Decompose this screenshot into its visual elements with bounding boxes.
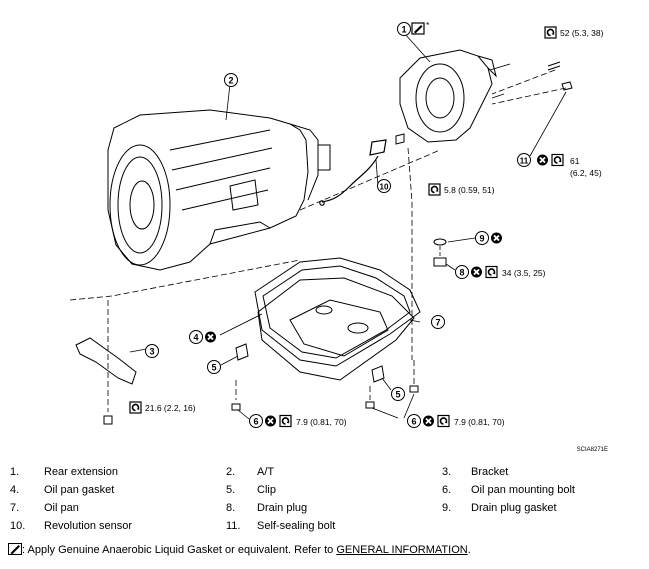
at-transmission-drawing — [107, 109, 331, 271]
torque-wrench-icon — [437, 414, 450, 428]
callout-1-star: * — [426, 20, 430, 30]
legend-item-name: Drain plug — [257, 502, 308, 514]
liquid-gasket-icon — [411, 22, 425, 35]
callout-3: 3 — [149, 347, 154, 357]
do-not-reuse-icon — [422, 414, 435, 428]
callout-11: 11 — [520, 157, 529, 166]
torque-wrench-icon — [428, 183, 441, 196]
torque-79-left: 7.9 (0.81, 70) — [296, 417, 347, 427]
legend-item-name: Rear extension — [44, 466, 118, 478]
callout-5-right: 5 — [395, 390, 400, 400]
torque-34: 34 (3.5, 25) — [502, 268, 546, 278]
legend-item-number: 1. — [10, 466, 20, 478]
legend-item-name: Drain plug gasket — [471, 502, 557, 514]
legend-item-name: Bracket — [471, 466, 509, 478]
legend-item-number: 11. — [226, 520, 241, 532]
torque-wrench-icon — [551, 153, 564, 167]
figure-code: SCIA8271E — [577, 447, 608, 453]
callout-4: 4 — [193, 333, 198, 343]
callout-2: 2 — [228, 76, 233, 86]
legend-item-name: Clip — [257, 484, 276, 496]
bolts-drawing — [103, 61, 573, 425]
torque-61: 61 — [570, 156, 580, 166]
rear-extension-drawing — [399, 49, 497, 143]
callout-6-left: 6 — [253, 417, 258, 427]
torque-wrench-icon — [544, 26, 557, 39]
callout-6-right: 6 — [411, 417, 416, 427]
legend-item-number: 4. — [10, 484, 20, 496]
callout-9: 9 — [479, 234, 484, 244]
exploded-view-figure: 1 * 2 52 (5.3, 38) 11 61 (6.2, 45) 10 5.… — [69, 20, 608, 453]
legend-item-name: Revolution sensor — [44, 520, 133, 532]
legend-item-number: 6. — [442, 484, 452, 496]
general-information-link[interactable]: GENERAL INFORMATION — [336, 544, 468, 556]
legend-item-name: Self-sealing bolt — [257, 520, 336, 532]
legend-row: 1. Rear extension 2. A/T 3. Bracket — [0, 466, 649, 484]
legend-row: 10. Revolution sensor 11. Self-sealing bolt — [0, 520, 649, 538]
legend-item-name: Oil pan — [44, 502, 79, 514]
note-text: : Apply Genuine Anaerobic Liquid Gasket … — [22, 544, 337, 556]
note-end: . — [467, 544, 471, 556]
legend-item-number: 3. — [442, 466, 452, 478]
leader-lines — [69, 33, 567, 419]
bracket-drawing — [75, 337, 137, 385]
gasket-note: : Apply Genuine Anaerobic Liquid Gasket … — [8, 543, 471, 556]
legend-item-number: 8. — [226, 502, 236, 514]
legend-row: 4. Oil pan gasket 5. Clip 6. Oil pan mounting… — [0, 484, 649, 502]
oil-pan-drawing — [254, 257, 421, 381]
callout-1: 1 — [401, 25, 406, 35]
torque-216: 21.6 (2.2, 16) — [145, 403, 196, 413]
legend-item-number: 7. — [10, 502, 20, 514]
do-not-reuse-icon — [204, 330, 217, 344]
torque-52: 52 (5.3, 38) — [560, 28, 604, 38]
legend-item-number: 9. — [442, 502, 452, 514]
torque-wrench-icon — [129, 401, 142, 414]
legend-item-name: A/T — [257, 466, 275, 478]
do-not-reuse-icon — [470, 265, 483, 279]
legend-row: 7. Oil pan 8. Drain plug 9. Drain plug gasket — [0, 502, 649, 520]
legend-item-number: 5. — [226, 484, 236, 496]
do-not-reuse-icon — [536, 153, 549, 167]
callout-7: 7 — [435, 318, 440, 328]
do-not-reuse-icon — [490, 231, 503, 245]
legend-item-name: Oil pan mounting bolt — [471, 484, 575, 496]
parts-legend: 1. Rear extension 2. A/T 3. Bracket 4. Oil pan … — [0, 466, 649, 538]
legend-item-name: Oil pan gasket — [44, 484, 115, 496]
torque-58: 5.8 (0.59, 51) — [444, 185, 495, 195]
callout-10: 10 — [380, 183, 389, 192]
callout-5-left: 5 — [211, 363, 216, 373]
liquid-gasket-icon — [8, 543, 22, 555]
do-not-reuse-icon — [264, 414, 277, 428]
callout-8: 8 — [459, 268, 464, 278]
legend-item-number: 10. — [10, 520, 26, 532]
torque-61-values: (6.2, 45) — [570, 168, 602, 178]
torque-wrench-icon — [485, 265, 498, 279]
legend-item-number: 2. — [226, 466, 236, 478]
torque-wrench-icon — [279, 414, 292, 428]
torque-79-right: 7.9 (0.81, 70) — [454, 417, 505, 427]
